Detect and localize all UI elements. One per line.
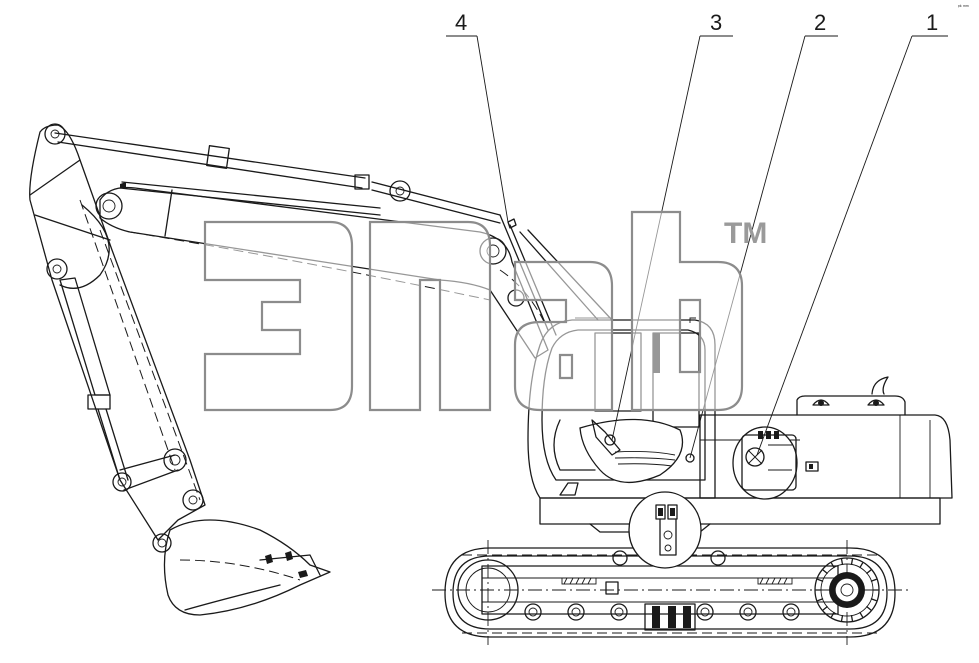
- corner-mark: ᵖᵏ ᵐᵐ: [958, 4, 969, 10]
- sprocket-tooth: [866, 606, 872, 611]
- callout-4: 4: [455, 10, 467, 35]
- callout-2: 2: [814, 10, 826, 35]
- watermark-trademark: TM: [724, 217, 767, 250]
- sprocket-tooth: [850, 614, 854, 622]
- sprocket-tooth: [817, 598, 824, 602]
- sprocket-tooth: [840, 558, 844, 566]
- sprocket-tooth: [870, 598, 877, 602]
- watermark-logo: TM: [203, 210, 767, 412]
- sprocket-tooth: [822, 606, 828, 611]
- track-undercarriage: [432, 540, 910, 645]
- detail-bubble-3: [579, 418, 684, 484]
- callout-3: 3: [710, 10, 722, 35]
- detail-bubble-2: [628, 453, 702, 569]
- sprocket-tooth: [859, 562, 864, 569]
- sprocket-tooth: [830, 562, 835, 569]
- sprocket-tooth: [866, 569, 872, 574]
- sprocket-tooth: [817, 578, 824, 582]
- sprocket-tooth: [830, 611, 835, 618]
- callout-1: 1: [926, 10, 938, 35]
- sprocket-tooth: [850, 558, 854, 566]
- sprocket-tooth: [859, 611, 864, 618]
- sprocket-tooth: [822, 569, 828, 574]
- sprocket-tooth: [840, 614, 844, 622]
- sprocket-tooth: [870, 578, 877, 582]
- detail-bubble-1: [732, 426, 798, 500]
